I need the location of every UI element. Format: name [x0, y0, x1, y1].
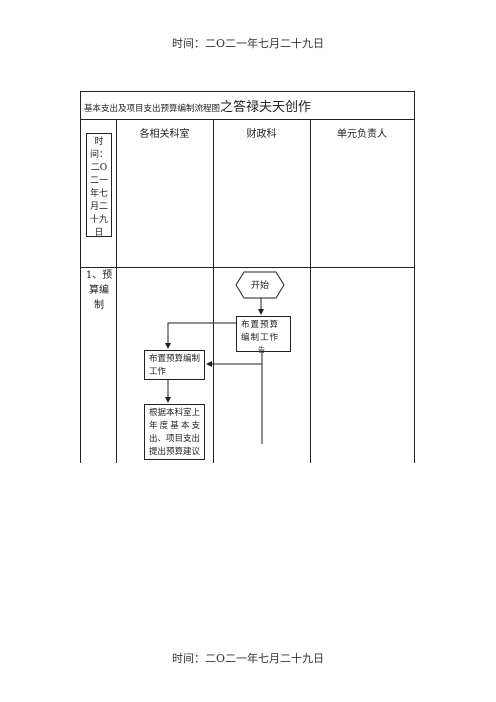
side-date-line: 间：	[89, 150, 108, 160]
table-left-border	[80, 91, 81, 463]
section-label-line: 算编	[89, 285, 109, 296]
side-date-line: 年七	[89, 189, 108, 199]
side-date-line: 二一	[89, 176, 108, 186]
column-divider-1	[116, 119, 117, 463]
document-title: 基本支出及项目支出预算编制流程图之答禄夫天创作	[84, 96, 311, 115]
process-box-overflow-text: 告	[258, 346, 265, 354]
connector-box1-to-box2	[165, 322, 236, 349]
side-date-line: 十九	[89, 215, 108, 225]
column-header-unit-head: 单元负责人	[337, 129, 387, 140]
column-divider-3	[310, 119, 311, 463]
page-footer-date: 时间：二O二一年七月二十九日	[171, 652, 325, 665]
process-box-dept-proposal: 根据本科室上年度基本支出、项目支出提出预算建议	[144, 404, 205, 460]
start-terminator-shape	[235, 271, 285, 299]
table-right-border	[414, 91, 415, 463]
table-top-border	[80, 91, 414, 92]
section-label: 1、预 算编 制	[84, 268, 114, 313]
title-row-border	[80, 119, 414, 120]
side-date-line: 二O	[90, 163, 108, 173]
process-box-text: 布置预算编制工作	[149, 354, 201, 377]
column-header-departments: 各相关科室	[139, 129, 190, 140]
title-main: 基本支出及项目支出预算编制流程图	[84, 104, 221, 114]
side-date-line: 时	[94, 137, 104, 147]
process-box-dept-assign: 布置预算编制工作	[144, 350, 205, 380]
side-date-line: 日	[94, 228, 104, 238]
process-box-finance-assign: 布置预算编制工作	[236, 316, 291, 352]
title-suffix: 之答禄夫天创作	[220, 100, 312, 115]
start-terminator-label: 开始	[250, 281, 269, 291]
column-header-finance: 财政科	[246, 129, 277, 140]
page-header-date: 时间：二O二一年七月二十九日	[171, 37, 325, 50]
section-label-line: 制	[94, 300, 104, 311]
side-date-box: 时 间： 二O 二一 年七 月二 十九 日	[86, 133, 112, 238]
process-box-text: 布置预算编制工作	[241, 320, 280, 343]
header-row-border	[80, 267, 414, 268]
section-label-line: 1、预	[85, 270, 113, 281]
column-divider-2	[213, 119, 214, 463]
side-date-line: 月二	[89, 202, 108, 212]
process-box-text: 根据本科室上年度基本支出、项目支出提出预算建议	[149, 408, 201, 457]
